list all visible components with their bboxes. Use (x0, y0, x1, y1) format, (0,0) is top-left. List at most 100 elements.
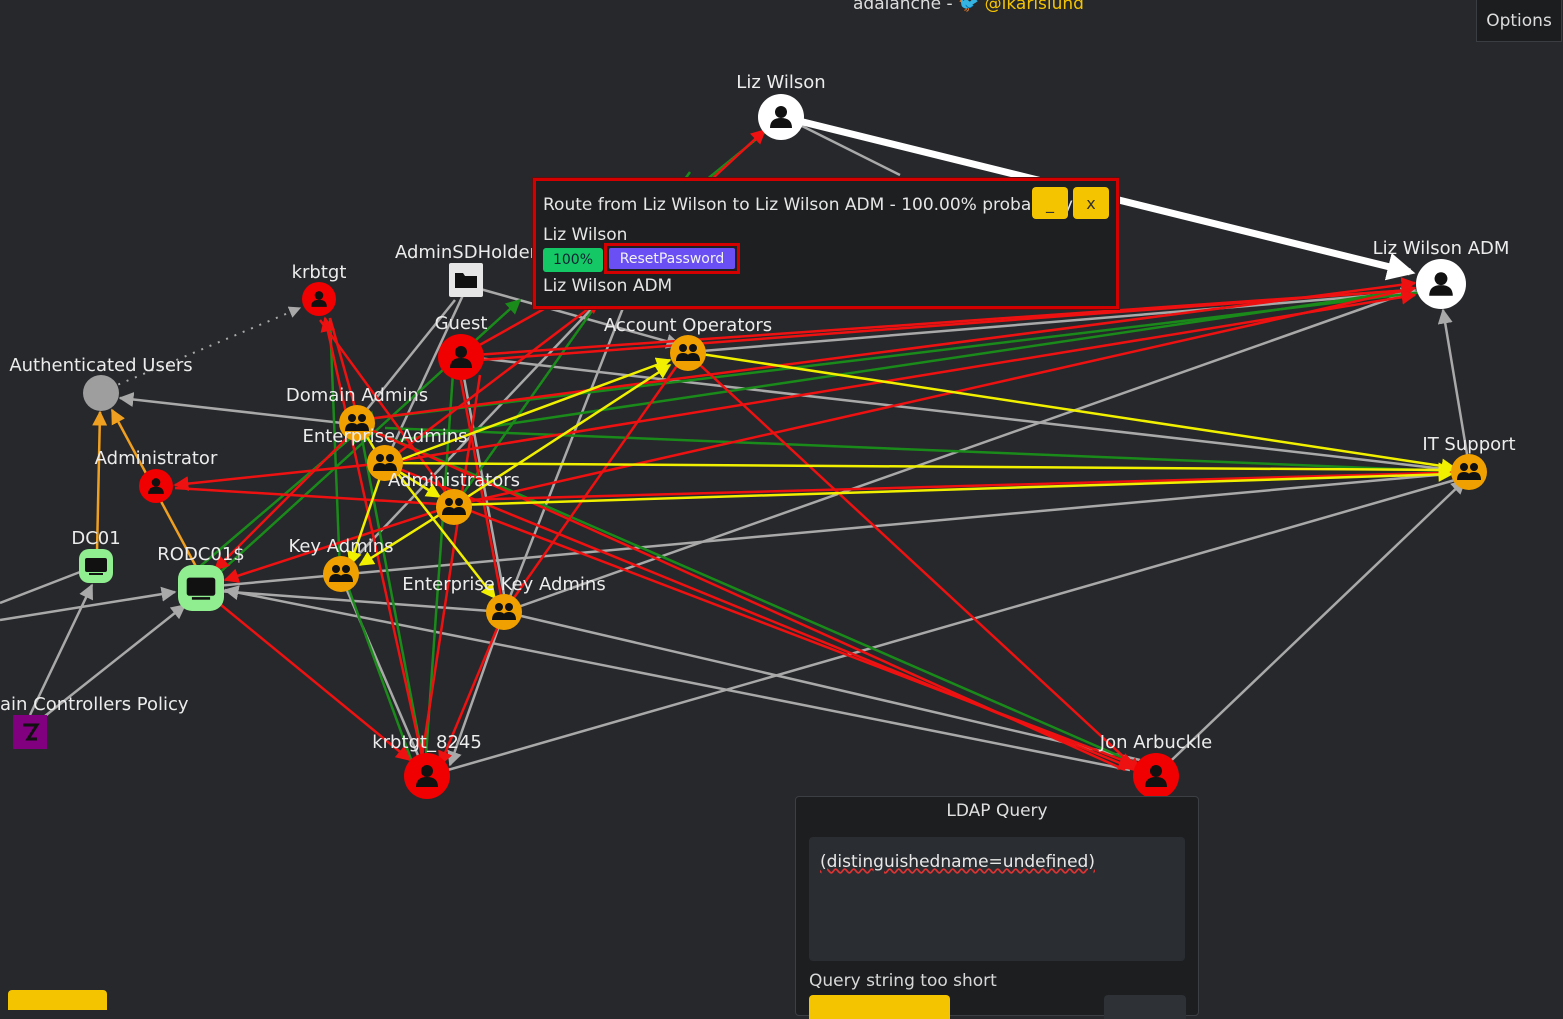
edges-green (189, 127, 1471, 771)
twitter-bird-icon: 🐦 (958, 0, 980, 14)
node-label-dc-policy: ain Controllers Policy (0, 694, 189, 715)
node-label-dc01: DC01 (71, 528, 121, 549)
edge (213, 424, 361, 572)
group-icon (345, 414, 369, 431)
edge (338, 564, 417, 771)
edge (28, 583, 94, 716)
edge (328, 317, 342, 575)
edge (459, 470, 1471, 502)
node-krbtgt-8245[interactable] (404, 753, 450, 799)
node-authenticated-users[interactable] (83, 375, 119, 411)
ldap-primary-button[interactable] (809, 995, 950, 1019)
node-label-krbtgt-8245: krbtgt_8245 (372, 732, 482, 753)
user-icon (148, 478, 164, 494)
edges-red (173, 128, 1471, 774)
edge (447, 611, 506, 767)
node-account-operators[interactable] (670, 335, 706, 371)
ldap-secondary-button[interactable] (1104, 995, 1186, 1019)
edge (502, 349, 690, 613)
node-rodc01[interactable] (178, 565, 224, 611)
user-icon (416, 765, 438, 787)
edge (174, 486, 456, 507)
edge (0, 570, 81, 605)
edge (358, 427, 427, 771)
bottom-left-button[interactable] (8, 990, 107, 1010)
node-enterprise-key-admins[interactable] (486, 594, 522, 630)
edge (223, 585, 1131, 772)
edge (223, 503, 456, 583)
group-icon (329, 565, 353, 582)
edge (394, 469, 496, 600)
edge (438, 611, 506, 767)
edge (426, 478, 1456, 778)
options-button[interactable]: Options (1476, 0, 1562, 42)
minimize-button[interactable]: _ (1032, 187, 1068, 219)
user-icon (311, 291, 327, 307)
edge-dotted (109, 306, 302, 389)
edge (384, 426, 1471, 474)
node-liz-wilson[interactable] (758, 94, 804, 140)
edge (465, 283, 682, 349)
edge (454, 466, 1454, 507)
computer-icon (186, 577, 216, 600)
node-administrator[interactable] (139, 469, 173, 503)
group-icon (442, 498, 466, 515)
user-icon (450, 346, 472, 368)
node-dc-policy[interactable] (13, 715, 47, 749)
edge (685, 351, 1142, 774)
credit-line: adalanche - 🐦 @lkarlslund (853, 0, 1084, 14)
node-it-support[interactable] (1451, 454, 1487, 490)
node-label-it-support: IT Support (1422, 434, 1516, 455)
edge (454, 363, 672, 507)
node-label-adminsdholder: AdminSDHolder (394, 242, 538, 263)
edge (399, 288, 1411, 442)
node-liz-wilson-adm[interactable] (1416, 259, 1466, 309)
route-from-node[interactable]: Liz Wilson (543, 225, 628, 245)
node-dc01[interactable] (79, 549, 113, 583)
ldap-query-panel: LDAP Query (distinguishedname=undefined)… (795, 796, 1199, 1019)
edge (458, 374, 506, 613)
node-enterprise-admins[interactable] (367, 445, 403, 481)
node-administrators[interactable] (436, 489, 472, 525)
route-to-node[interactable]: Liz Wilson ADM (543, 276, 673, 296)
edge (359, 277, 1417, 422)
user-icon (1429, 272, 1453, 296)
close-button[interactable]: x (1073, 187, 1109, 219)
node-key-admins[interactable] (323, 556, 359, 592)
node-label-guest: Guest (434, 313, 488, 334)
node-jon-arbuckle[interactable] (1133, 753, 1179, 799)
edge (173, 461, 386, 492)
node-label-jon-arbuckle: Jon Arbuckle (1099, 732, 1213, 753)
user-icon (1145, 765, 1167, 787)
edge (118, 392, 361, 427)
node-domain-admins[interactable] (339, 405, 375, 441)
credit-prefix: adalanche - (853, 0, 959, 14)
node-label-account-operators: Account Operators (603, 315, 773, 336)
edge (502, 289, 632, 613)
method-badge[interactable]: ResetPassword (609, 248, 735, 269)
probability-badge: 100% (543, 248, 603, 272)
edge (503, 610, 1141, 762)
edge (355, 299, 456, 424)
edge (214, 599, 412, 761)
twitter-handle-link[interactable]: @lkarlslund (984, 0, 1084, 14)
node-adminsdholder[interactable] (449, 263, 483, 297)
group-icon (373, 454, 397, 471)
route-panel: Route from Liz Wilson to Liz Wilson ADM … (533, 178, 1119, 309)
node-label-domain-admins: Domain Admins (285, 385, 429, 406)
node-guest[interactable] (438, 334, 484, 380)
edge (320, 316, 427, 771)
node-label-key-admins: Key Admins (288, 536, 394, 557)
edge (384, 461, 1454, 478)
edge (689, 288, 1441, 354)
edge (383, 279, 472, 464)
edge (1154, 478, 1467, 777)
node-krbtgt[interactable] (302, 282, 336, 316)
folder-icon (455, 273, 477, 288)
ldap-query-value: (distinguishedname=undefined) (820, 852, 1095, 872)
ldap-query-input[interactable]: (distinguishedname=undefined) (809, 837, 1185, 961)
edge (204, 470, 1471, 589)
edge (39, 604, 187, 721)
ldap-status-text: Query string too short (809, 971, 997, 991)
